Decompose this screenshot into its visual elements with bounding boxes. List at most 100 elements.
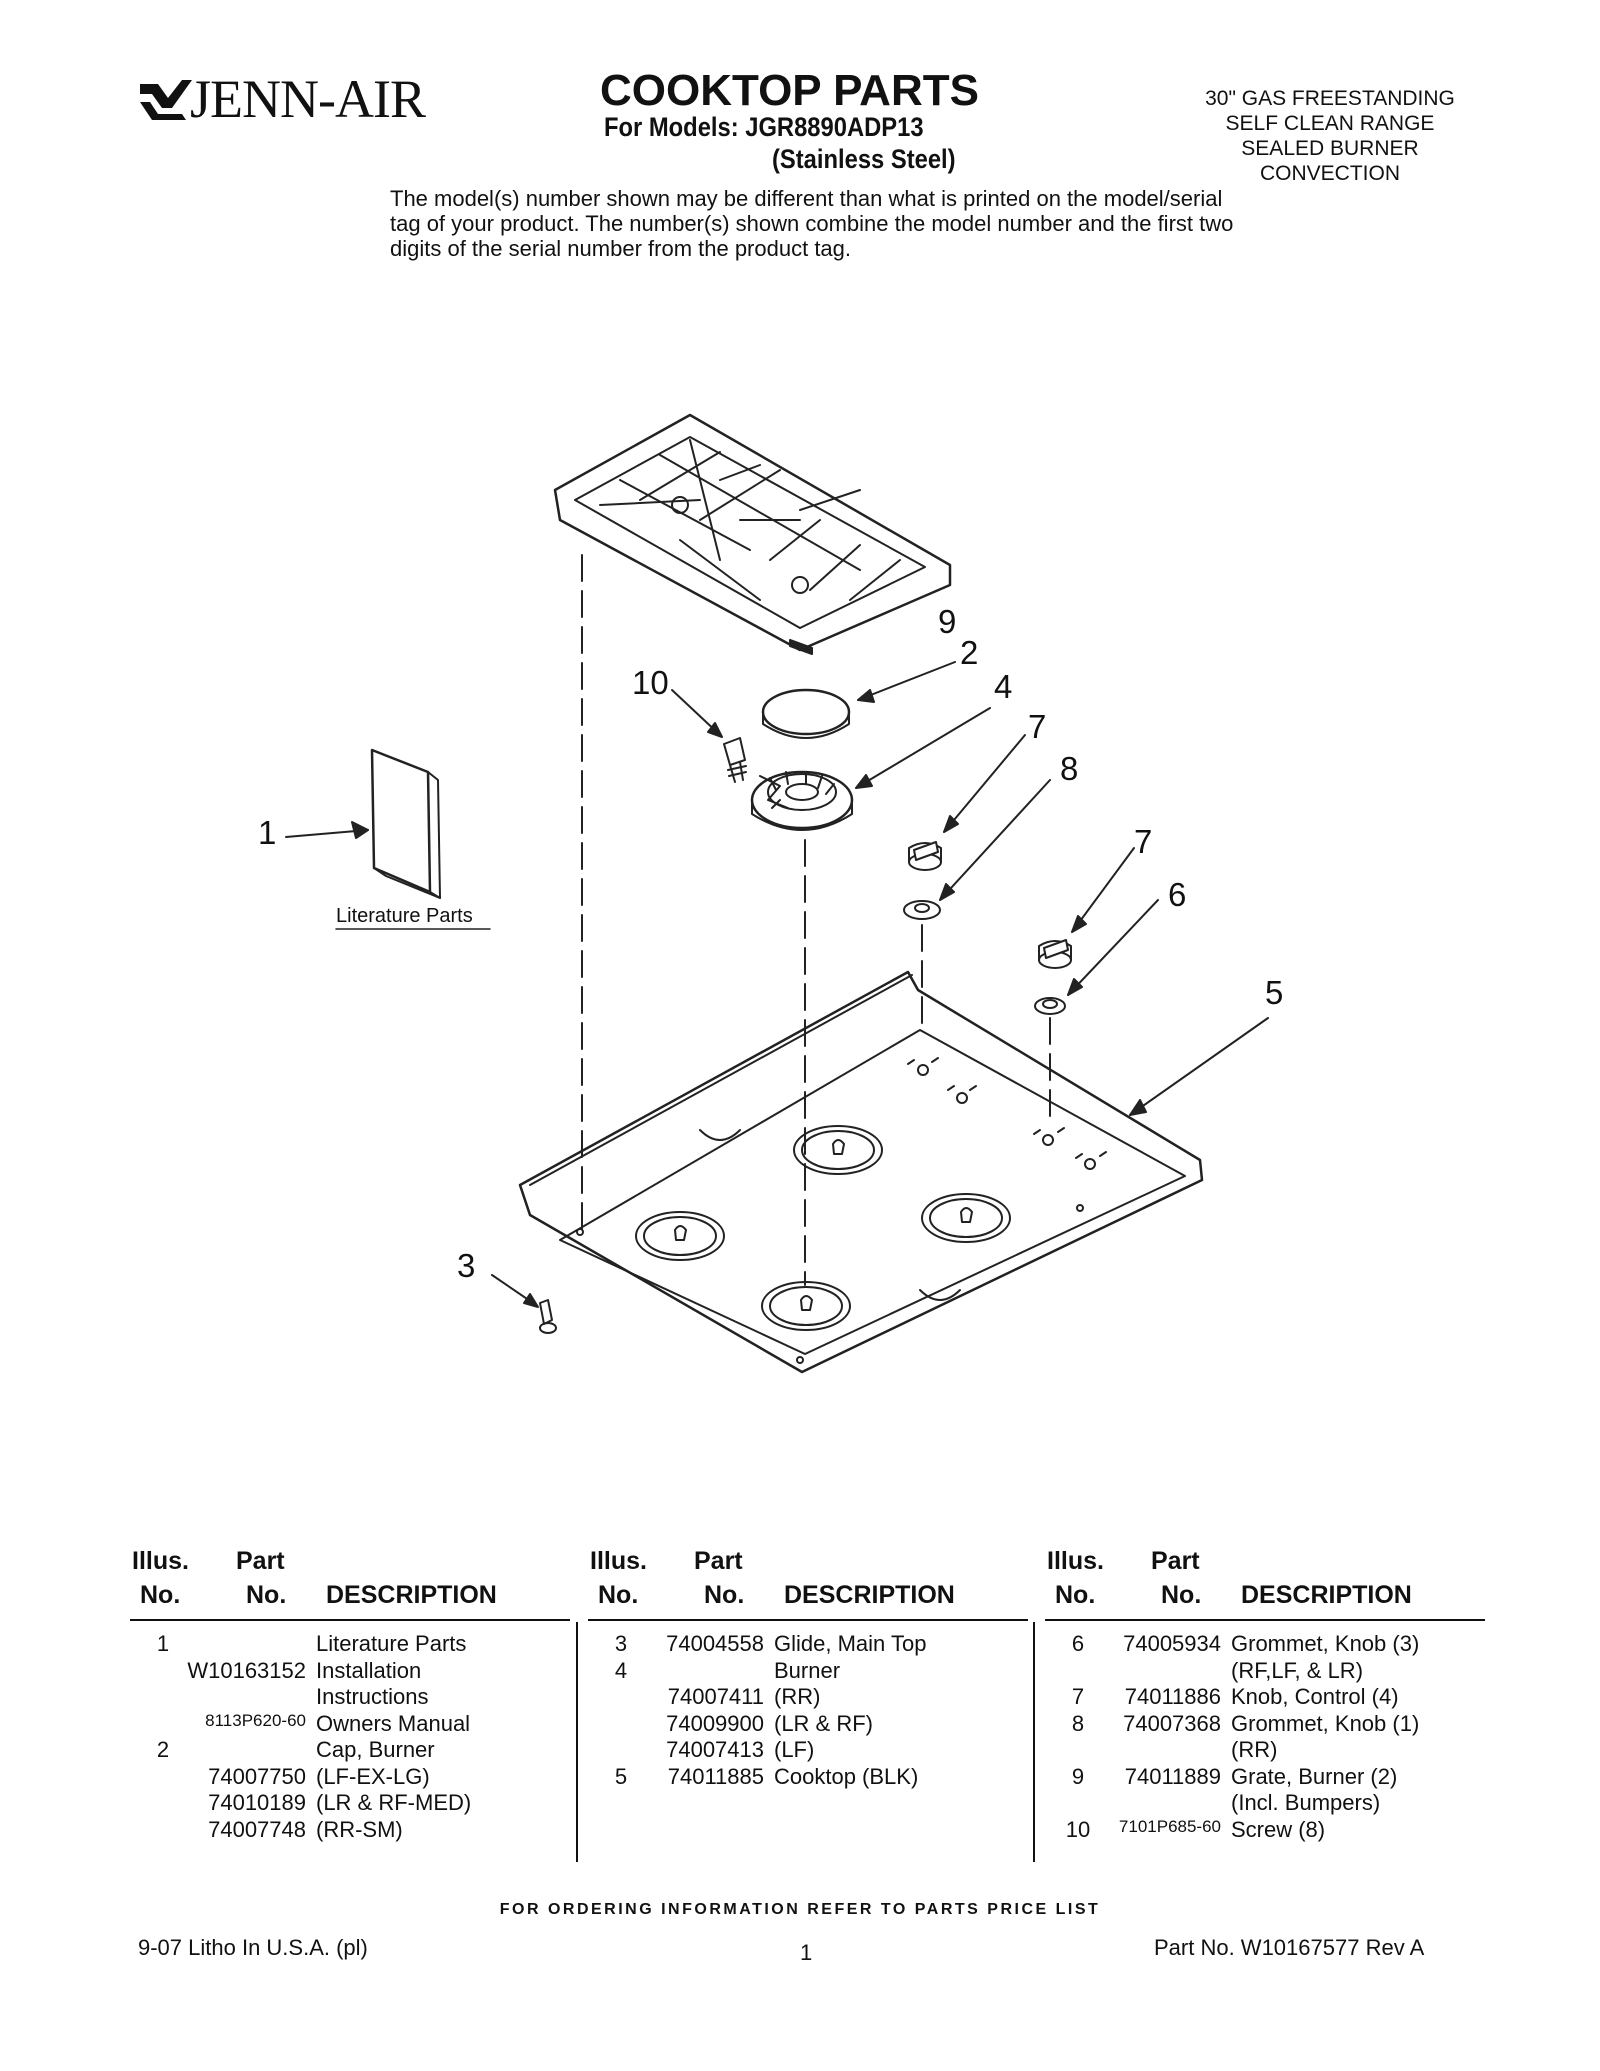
table-cell: Screw (8) (1231, 1816, 1326, 1842)
table-row: 74007748(RR-SM) (130, 1817, 570, 1844)
table-cell: 74011886 (1124, 1684, 1221, 1709)
header-description: DESCRIPTION (1241, 1581, 1412, 1609)
table-row: Instructions (130, 1684, 570, 1711)
table-cell: W10163152 (187, 1657, 306, 1683)
table-cell: (Incl. Bumpers) (1231, 1790, 1381, 1815)
main-top-glide-drawing (539, 1299, 557, 1334)
header-description: DESCRIPTION (784, 1581, 955, 1609)
product-desc-line: 30" GAS FREESTANDING (1205, 87, 1455, 110)
table-row: (RF,LF, & LR) (1045, 1658, 1485, 1685)
table-cell: (LF-EX-LG) (316, 1763, 430, 1789)
table-row: 9 74011889 Grate, Burner (2) (1045, 1764, 1485, 1791)
column-divider (1033, 1622, 1035, 1862)
table-row: 74010189 (LR & RF-MED) (130, 1790, 570, 1817)
callout-2: 2 (960, 634, 979, 671)
table-cell: 74011889 (1124, 1763, 1221, 1789)
page-title: COOKTOP PARTS (600, 66, 979, 115)
table-cell: 9 (1071, 1763, 1085, 1789)
table-cell: 74004558 (666, 1631, 764, 1656)
parts-table-header: Illus. No. Part No. DESCRIPTION (130, 1545, 570, 1621)
brand-name: JENN-AIR (190, 69, 426, 129)
table-cell: 74009900 (666, 1710, 764, 1736)
header-illus: Illus. (132, 1547, 189, 1575)
table-cell: (RR-SM) (316, 1816, 403, 1842)
table-cell: (RF,LF, & LR) (1231, 1657, 1364, 1683)
table-cell: Knob, Control (4) (1231, 1684, 1399, 1709)
callout-9: 9 (938, 603, 957, 640)
parts-table-header: Illus. No. Part No. DESCRIPTION (1045, 1545, 1485, 1621)
table-cell: 74007411 (667, 1684, 764, 1709)
ordering-info: FOR ORDERING INFORMATION REFER TO PARTS … (499, 1901, 1101, 1918)
table-cell: Cap, Burner (316, 1737, 435, 1762)
product-desc-line: SELF CLEAN RANGE (1225, 112, 1435, 135)
table-cell: Instructions (316, 1684, 429, 1709)
page-number: 1 (800, 1940, 813, 1965)
brand-logo: JENN-AIR (138, 62, 458, 142)
table-cell: 7 (1071, 1684, 1085, 1709)
burner-drawing (750, 770, 854, 831)
product-desc-line: CONVECTION (1259, 162, 1400, 185)
table-row: 74009900 (LR & RF) (588, 1711, 1028, 1738)
table-cell: Installation (316, 1657, 422, 1683)
callout-1: 1 (258, 814, 277, 851)
table-cell: Grommet, Knob (1) (1231, 1710, 1420, 1736)
table-cell: 10 (1065, 1816, 1091, 1842)
knob-grommet-drawing (1034, 997, 1066, 1015)
table-cell: 5 (614, 1763, 628, 1789)
table-cell: 3 (614, 1631, 628, 1656)
header-illus: Illus. (1047, 1547, 1104, 1575)
table-row: (Incl. Bumpers) (1045, 1790, 1485, 1817)
table-cell: 74011885 (667, 1763, 764, 1789)
header-part-no: No. (246, 1581, 287, 1609)
table-cell: Cooktop (BLK) (774, 1763, 919, 1789)
table-row: 74007413(LF) (588, 1737, 1028, 1764)
cooktop-drawing (518, 970, 1204, 1374)
table-cell: (LR & RF-MED) (316, 1790, 472, 1815)
table-cell: (LR & RF) (774, 1710, 873, 1736)
exploded-parts-diagram (285, 413, 1269, 1374)
control-knob-drawing (908, 841, 942, 871)
callout-5: 5 (1265, 974, 1284, 1011)
callout-6: 6 (1168, 876, 1187, 913)
table-cell: 74005934 (1123, 1631, 1221, 1656)
table-row: 74007411(RR) (588, 1684, 1028, 1711)
header-part-no: No. (1161, 1581, 1202, 1609)
table-cell: Burner (774, 1657, 841, 1683)
header-illus-no: No. (140, 1581, 181, 1609)
table-cell: 74010189 (208, 1790, 306, 1815)
table-cell: 74007368 (1123, 1710, 1221, 1736)
table-cell: 7101P685-60 (1118, 1816, 1221, 1836)
table-row: 7 74011886 Knob, Control (4) (1045, 1684, 1485, 1711)
table-cell: Grommet, Knob (3) (1231, 1631, 1420, 1656)
literature-parts-label: Literature Parts (336, 905, 473, 927)
finish-line: (Stainless Steel) (772, 144, 956, 174)
table-cell: 2 (156, 1737, 170, 1762)
table-cell: (RR) (1231, 1737, 1278, 1762)
table-row: 10 7101P685-60 Screw (8) (1045, 1817, 1485, 1844)
knob-grommet-drawing (903, 900, 941, 920)
callout-8: 8 (1060, 750, 1079, 787)
screw-drawing (723, 737, 747, 783)
table-cell: 74007750 (208, 1763, 306, 1789)
table-cell: Owners Manual (316, 1710, 471, 1736)
header-part: Part (1151, 1547, 1200, 1575)
table-cell: Glide, Main Top (774, 1631, 927, 1656)
table-cell: Grate, Burner (2) (1231, 1763, 1398, 1789)
table-row: 2 Cap, Burner (130, 1737, 570, 1764)
product-description: 30" GAS FREESTANDING SELF CLEAN RANGE SE… (1170, 86, 1490, 186)
table-cell: 8 (1071, 1710, 1085, 1736)
litho-info: 9-07 Litho In U.S.A. (pl) (138, 1935, 368, 1960)
callout-10: 10 (632, 664, 669, 701)
table-row: 8 74007368 Grommet, Knob (1) (1045, 1711, 1485, 1738)
header-description: DESCRIPTION (326, 1581, 497, 1609)
table-cell: Literature Parts (316, 1631, 467, 1656)
table-row: (RR) (1045, 1737, 1485, 1764)
table-cell: 1 (156, 1631, 170, 1656)
header-illus: Illus. (590, 1547, 647, 1575)
table-row: 5 74011885 Cooktop (BLK) (588, 1764, 1028, 1791)
brand-mark-icon (140, 80, 192, 120)
